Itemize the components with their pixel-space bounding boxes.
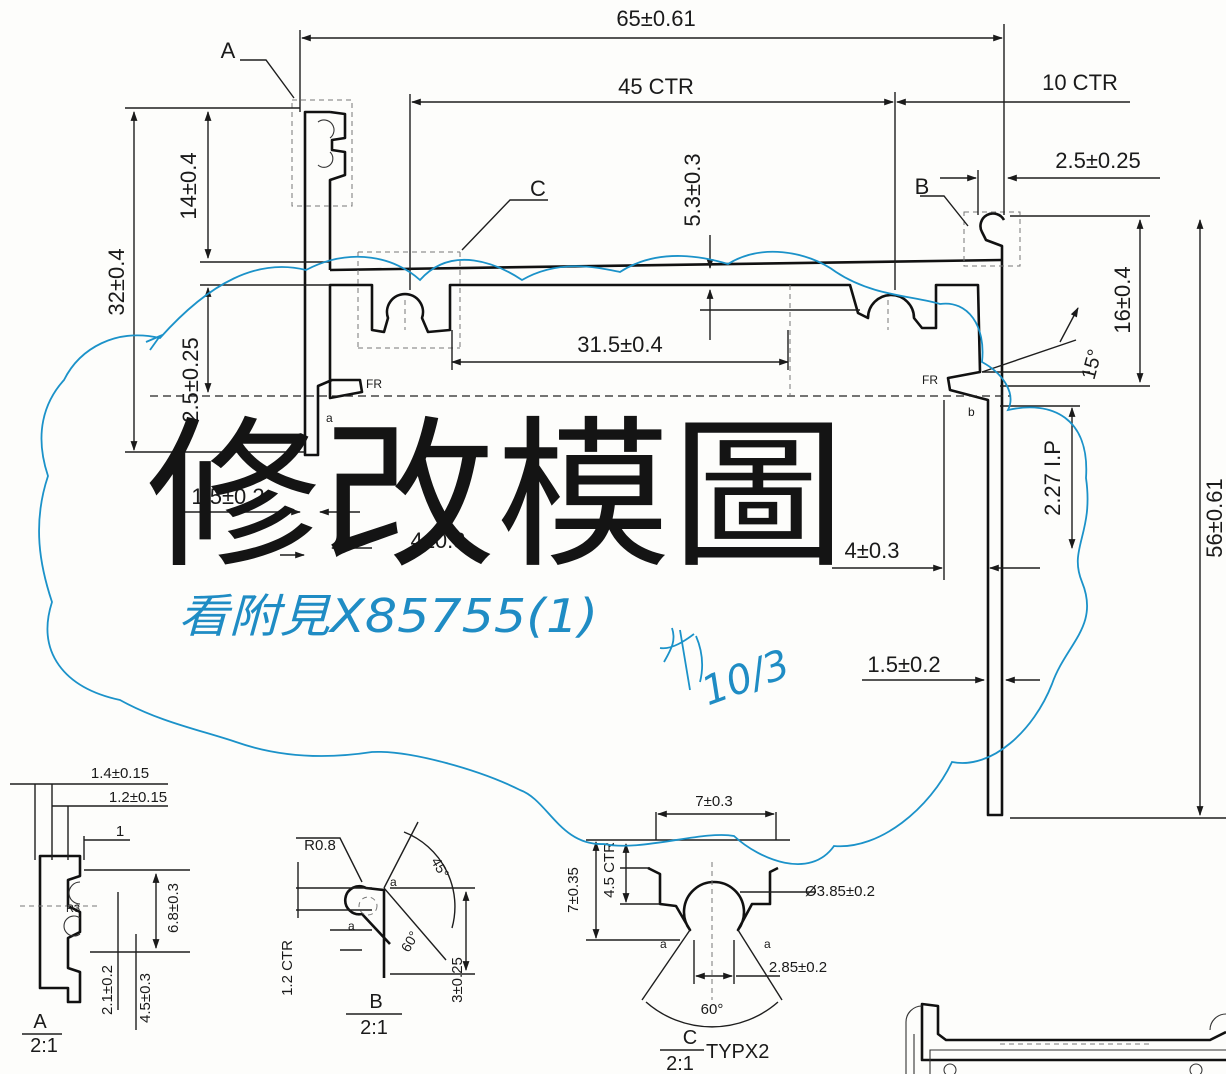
dim-wall-1-5-a: 1.5±0.2 — [191, 484, 264, 509]
detail-a-dim-5: 2.1±0.2 — [99, 965, 116, 1015]
detail-c-pt-2: a — [764, 937, 771, 951]
dim-wall-1-5-b: 1.5±0.2 — [867, 652, 940, 677]
point-label-a: a — [326, 411, 333, 425]
dim-angle-15: 15° — [1078, 347, 1107, 382]
main-profile-outline — [150, 99, 1021, 817]
detail-b-dim-ctr: 1.2 CTR — [279, 940, 296, 996]
detail-c: 7±0.3 7±0.35 4.5 CTR Ø3.85±0.2 2.85±0.2 … — [565, 793, 875, 1074]
dim-10-ctr: 10 CTR — [1042, 70, 1118, 95]
view-marker-c: C — [530, 176, 546, 201]
detail-b-pt-1: a — [390, 875, 397, 889]
detail-b-scale: 2:1 — [360, 1017, 388, 1039]
revision-stamp-text: 修改模圖 — [146, 403, 846, 591]
detail-b-dim-3: 3±0.25 — [449, 957, 466, 1003]
detail-a-dim-6: 4.5±0.3 — [137, 973, 154, 1023]
dim-height-2-5: 2.5±0.25 — [178, 337, 203, 422]
detail-a: 1.4±0.15 1.2±0.15 1 6.8±0.3 2.1±0.2 4.5±… — [10, 765, 190, 1057]
partial-iso-view — [905, 1002, 1226, 1074]
detail-a-dim-2: 1.2±0.15 — [109, 789, 167, 806]
fr-label-left: FR — [366, 377, 382, 391]
detail-b-dim-r: R0.8 — [304, 837, 336, 854]
dim-45-ctr: 45 CTR — [618, 74, 694, 99]
detail-c-dim-ctr: 4.5 CTR — [601, 842, 618, 898]
detail-a-dim-3: 1 — [116, 823, 124, 840]
view-marker-a: A — [221, 38, 236, 63]
dim-overall-width: 65±0.61 — [616, 6, 695, 31]
dim-height-56: 56±0.61 — [1202, 478, 1226, 557]
handwritten-initials: 10/3 — [659, 627, 796, 715]
detail-a-label: A — [33, 1011, 47, 1033]
detail-c-pt-1: a — [660, 937, 667, 951]
dim-height-32: 32±0.4 — [104, 248, 129, 315]
handwritten-note: 看附見X85755(1) — [178, 589, 598, 643]
detail-c-typ: TYPX2 — [706, 1041, 769, 1063]
view-marker-b: B — [915, 174, 930, 199]
detail-a-center-mark: R3 — [66, 903, 80, 915]
dim-slot-span: 31.5±0.4 — [577, 332, 662, 357]
dim-ip: 2.27 I.P — [1040, 440, 1065, 516]
detail-c-label: C — [683, 1027, 697, 1049]
detail-c-scale: 2:1 — [666, 1053, 694, 1074]
detail-c-dim-7-35: 7±0.35 — [565, 867, 582, 913]
revision-cloud — [38, 250, 1089, 865]
dim-height-14: 14±0.4 — [176, 152, 201, 219]
dim-height-16: 16±0.4 — [1110, 266, 1135, 333]
dim-slot-depth: 5.3±0.3 — [680, 153, 705, 226]
detail-b: R0.8 45° 60° 1.2 CTR 3±0.25 a a B 2:1 — [279, 821, 475, 1039]
handwritten-date: 10/3 — [696, 641, 796, 715]
detail-c-dim-60: 60° — [701, 1001, 724, 1018]
fr-label-right: FR — [922, 373, 938, 387]
dim-wall-2-5: 2.5±0.25 — [1055, 148, 1140, 173]
detail-a-dim-1: 1.4±0.15 — [91, 765, 149, 782]
detail-a-scale: 2:1 — [30, 1035, 58, 1057]
main-dimension-lines — [125, 24, 1226, 819]
detail-b-dim-60: 60° — [397, 928, 421, 954]
detail-a-dim-4: 6.8±0.3 — [165, 883, 182, 933]
detail-c-dim-7: 7±0.3 — [695, 793, 732, 810]
dim-width-4-a: 4±0.3 — [411, 528, 466, 553]
detail-b-label: B — [369, 991, 382, 1013]
detail-b-pt-2: a — [348, 919, 355, 933]
detail-c-dim-dia: Ø3.85±0.2 — [805, 883, 875, 900]
dim-width-4-b: 4±0.3 — [845, 538, 900, 563]
detail-c-dim-2-85: 2.85±0.2 — [769, 959, 827, 976]
point-label-b: b — [968, 405, 975, 419]
